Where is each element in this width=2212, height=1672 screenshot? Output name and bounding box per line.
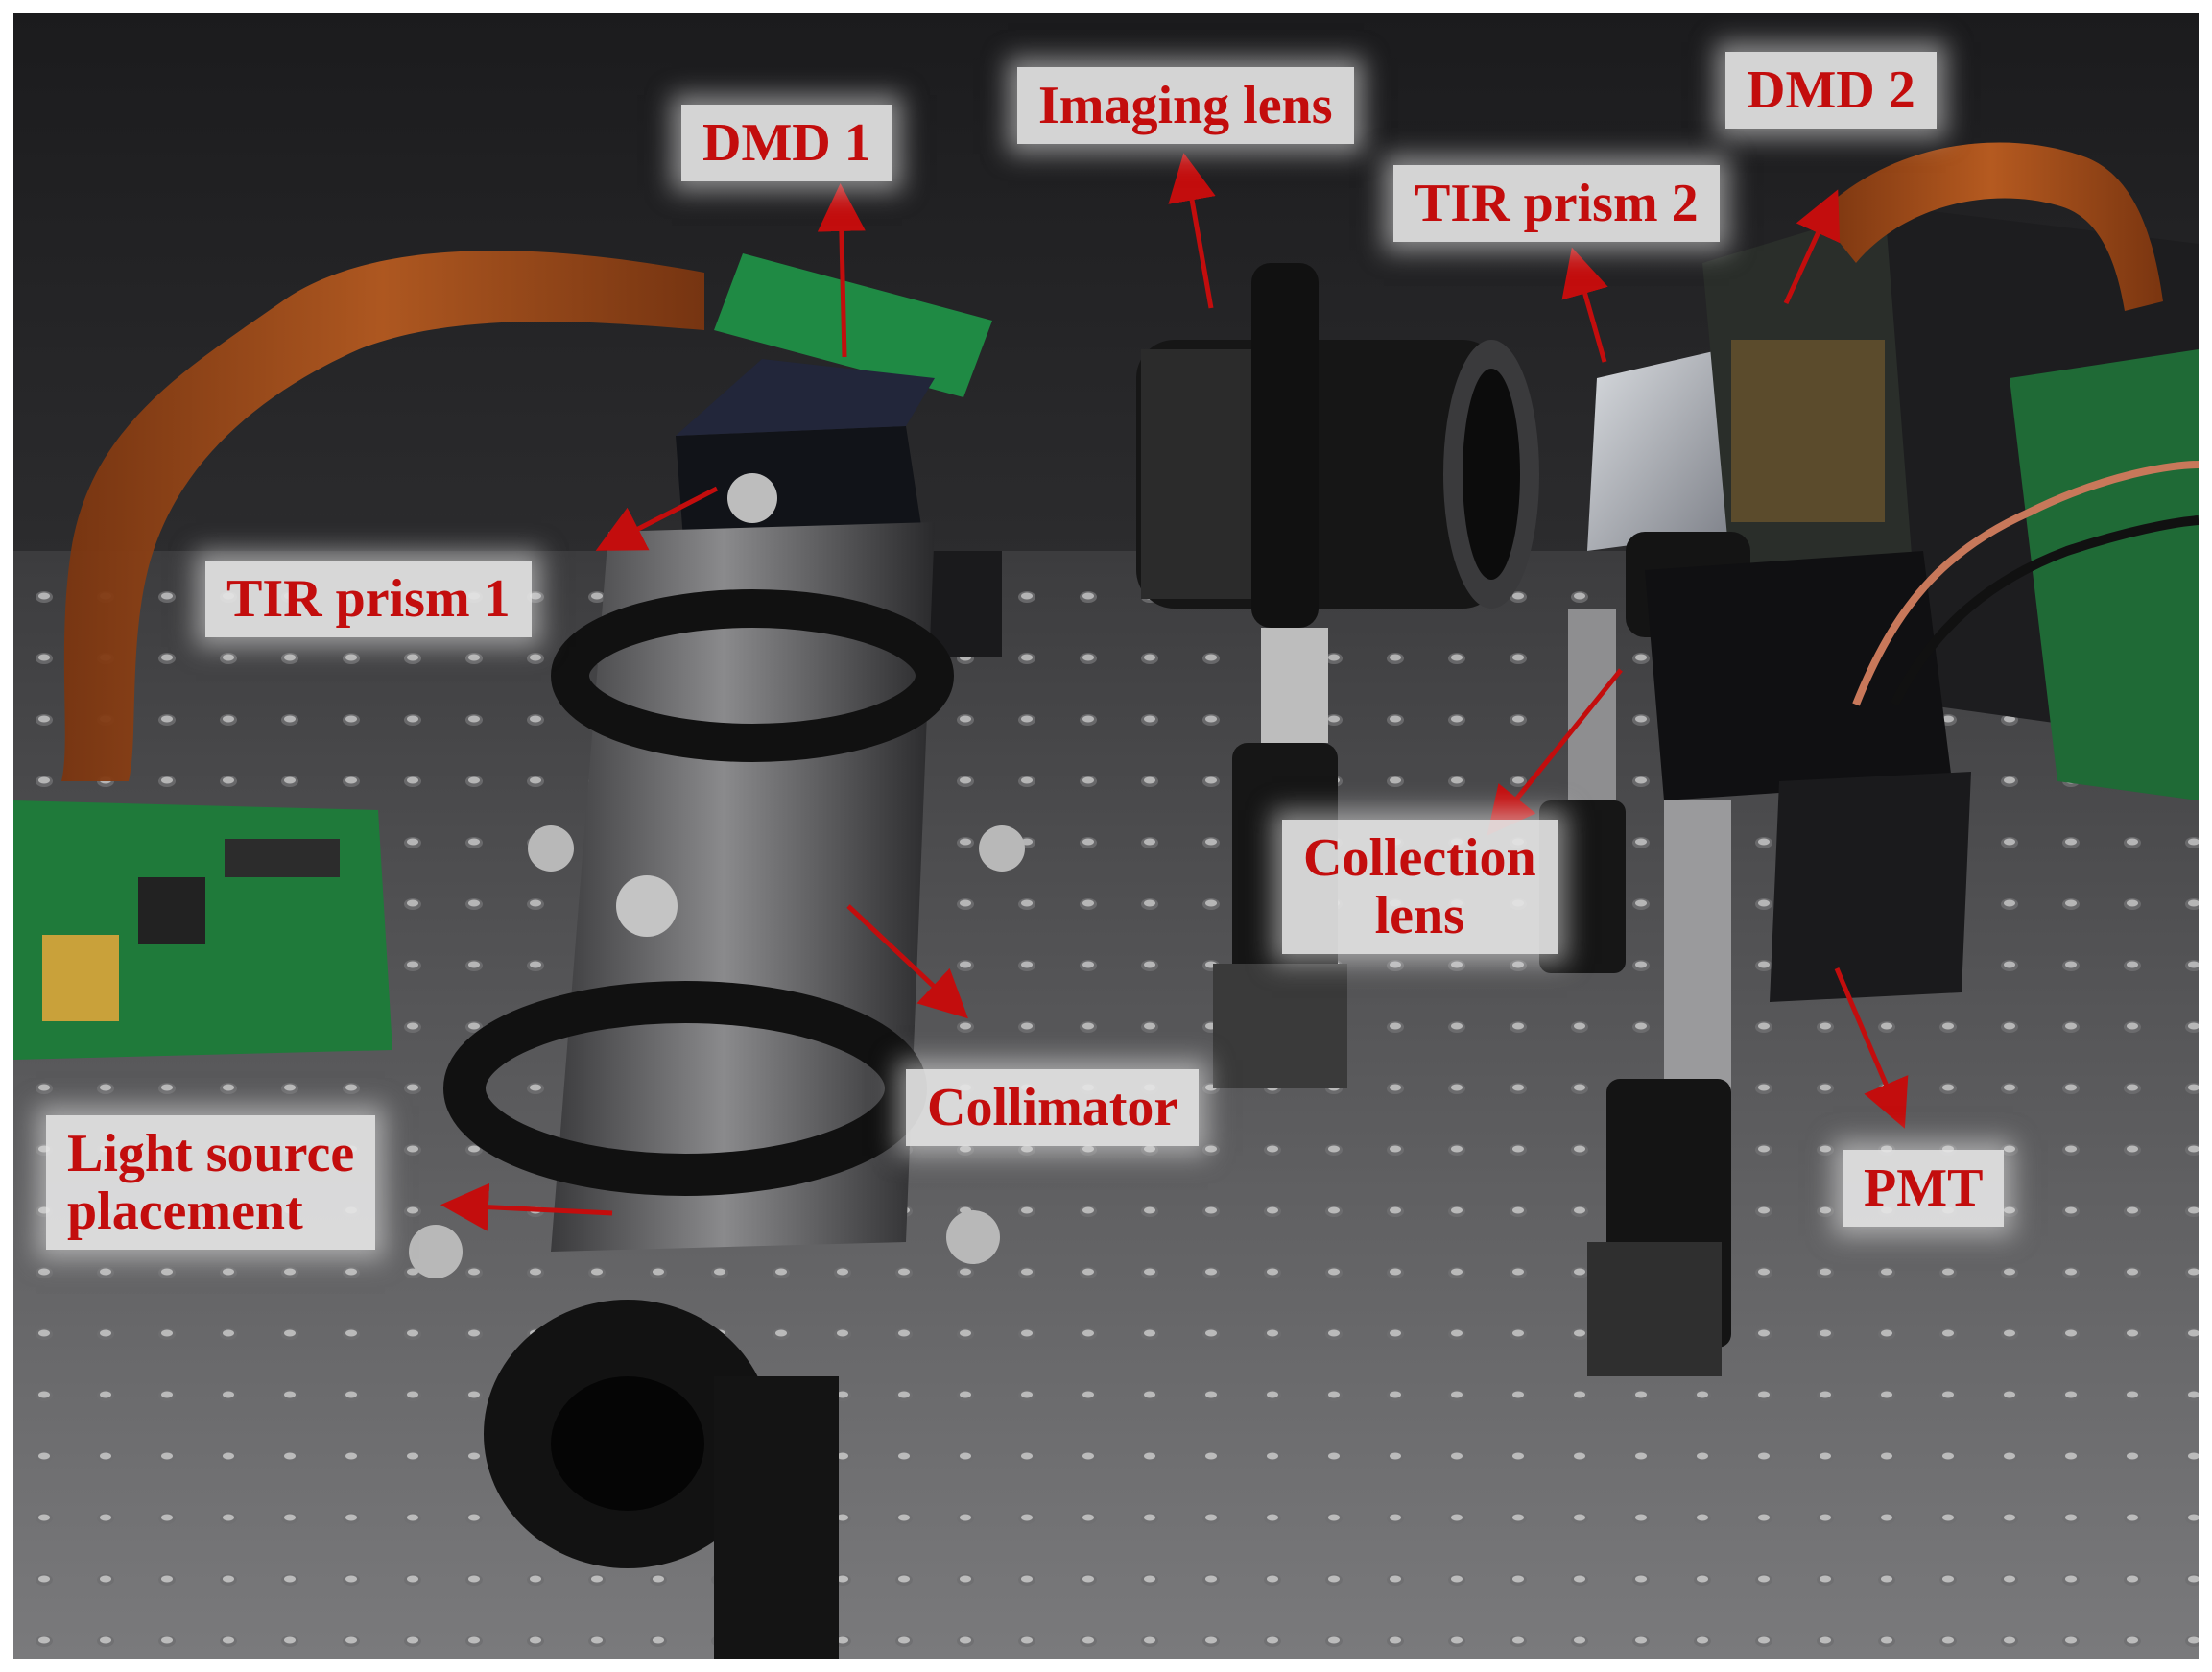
label-light-source-placement: Light source placement bbox=[46, 1115, 376, 1250]
label-collection-lens: Collection lens bbox=[1282, 820, 1558, 954]
label-dmd1: DMD 1 bbox=[681, 105, 892, 181]
label-imaging-lens: Imaging lens bbox=[1017, 67, 1354, 144]
optical-setup-photo bbox=[13, 13, 2199, 1659]
label-tir-prism-2: TIR prism 2 bbox=[1393, 165, 1720, 242]
label-dmd2: DMD 2 bbox=[1725, 52, 1937, 129]
optical-setup-figure: DMD 1 Imaging lens DMD 2 TIR prism 2 TIR… bbox=[13, 13, 2199, 1659]
label-collimator: Collimator bbox=[906, 1069, 1200, 1146]
label-pmt: PMT bbox=[1843, 1150, 2005, 1227]
label-tir-prism-1: TIR prism 1 bbox=[205, 561, 532, 637]
